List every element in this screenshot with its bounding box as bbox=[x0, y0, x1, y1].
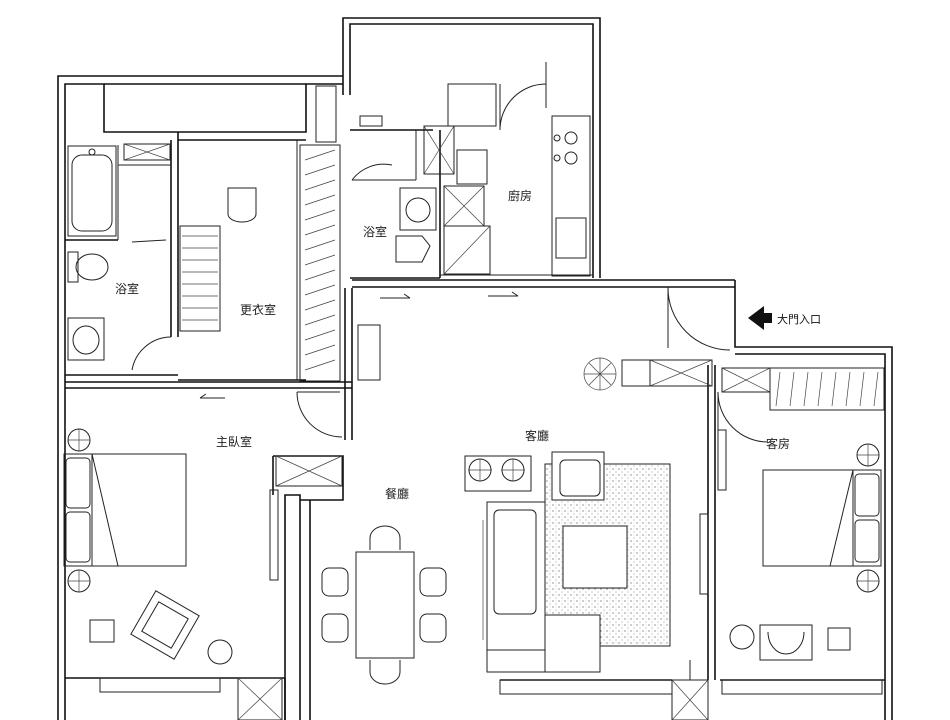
entrance-label: 大門入口 bbox=[777, 312, 821, 326]
duct-shaft bbox=[315, 85, 337, 143]
room-label-dining: 餐廳 bbox=[385, 486, 409, 501]
dining-area: 餐廳 bbox=[321, 486, 447, 685]
bath-left: 浴室 bbox=[65, 132, 179, 376]
room-label-dressing: 更衣室 bbox=[240, 302, 276, 317]
walls bbox=[57, 17, 893, 720]
entrance-door bbox=[667, 286, 731, 351]
room-label-bath-left: 浴室 bbox=[115, 281, 139, 296]
living-area: 客廳 bbox=[464, 357, 713, 720]
guest-room: 客房 bbox=[717, 367, 885, 695]
room-label-bath-mid: 浴室 bbox=[363, 224, 387, 239]
dressing-room: 更衣室 bbox=[178, 139, 341, 382]
sliding-door-markers bbox=[199, 291, 519, 399]
room-label-master-bedroom: 主臥室 bbox=[216, 434, 252, 449]
arrow-left-icon bbox=[748, 306, 764, 330]
bath-mid: 浴室 bbox=[350, 115, 441, 279]
kitchen: 廚房 bbox=[423, 62, 593, 277]
master-bedroom: 主臥室 bbox=[63, 288, 381, 720]
room-label-guest-room: 客房 bbox=[766, 436, 790, 451]
room-label-kitchen: 廚房 bbox=[508, 188, 532, 203]
entrance-marker: 大門入口 bbox=[748, 306, 821, 330]
room-label-living: 客廳 bbox=[525, 428, 549, 443]
